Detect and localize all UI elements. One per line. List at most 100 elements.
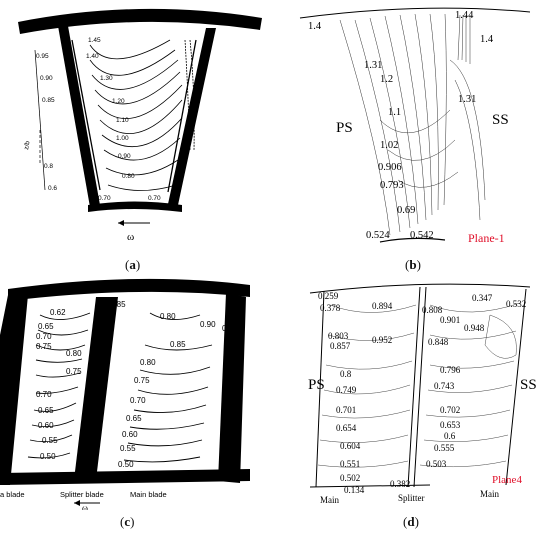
panel-b-figure: 1.4 1.44 1.4 1.31 1.2 1.31 1.1 1.02 0.90… <box>299 7 531 245</box>
contour-label: 1.10 <box>116 117 129 124</box>
hub-band <box>88 201 182 212</box>
left-value: 0.701 <box>336 405 356 415</box>
splitter-blade-label: Splitter blade <box>60 490 104 499</box>
value-label: 0.542 <box>410 230 434 241</box>
ps-label: PS <box>308 377 325 393</box>
plane-label: Plane4 <box>492 474 522 486</box>
right-value: 0.347 <box>472 293 493 303</box>
panel-d: 0.259 0.378 0.894 0.803 0.857 0.952 0.8 … <box>280 275 550 510</box>
right-value: 0.948 <box>464 323 485 333</box>
right-value: 0.80 <box>140 358 156 367</box>
right-value: 0.55 <box>120 444 136 453</box>
contour-label: 1.40 <box>86 53 99 60</box>
left-value: 0.8 <box>340 369 352 379</box>
panel-b: 1.4 1.44 1.4 1.31 1.2 1.31 1.1 1.02 0.90… <box>280 0 550 255</box>
main-right-label: Main <box>480 489 499 499</box>
right-value: 0.555 <box>434 443 455 453</box>
contour-label: 0.90 <box>118 153 131 160</box>
side-label: 0.6 <box>48 185 57 192</box>
side-label: 0.8 <box>44 163 53 170</box>
left-value: 0.62 <box>50 308 66 317</box>
rotation-symbol: ω <box>127 231 134 243</box>
top-value: 0.85 <box>110 300 126 309</box>
side-label: 0.85 <box>42 97 55 104</box>
left-value: 0.60 <box>38 421 54 430</box>
value-label: 0.69 <box>397 205 415 216</box>
left-value: 0.50 <box>40 452 56 461</box>
value-label: 1.2 <box>380 74 393 85</box>
left-value: 0.749 <box>336 385 357 395</box>
right-value: 0.80 <box>160 312 176 321</box>
right-value: 0.50 <box>118 460 134 469</box>
contour-label: 0.70 <box>98 195 111 202</box>
value-label: 1.02 <box>380 140 398 151</box>
left-value: 0.894 <box>372 301 393 311</box>
left-value: 0.551 <box>340 459 360 469</box>
main-blade-label: Main blade <box>130 490 167 499</box>
ps-label: PS <box>336 120 353 136</box>
plane-label: Plane-1 <box>468 231 505 245</box>
contour-lines <box>89 39 195 191</box>
shroud-band <box>18 8 262 34</box>
contour-label: 0.70 <box>148 195 161 202</box>
value-label: 1.4 <box>308 21 322 32</box>
panel-c-figure: 0.62 0.65 0.70 0.75 0.80 0.75 0.70 0.65 … <box>0 278 250 510</box>
right-value: 0.808 <box>422 305 443 315</box>
contour-lines <box>27 312 213 463</box>
left-value: 0.70 <box>36 390 52 399</box>
contour-label: 0.80 <box>122 173 135 180</box>
contour-label: 1.45 <box>88 37 101 44</box>
contour-lines <box>317 302 521 468</box>
shroud-band <box>8 278 250 301</box>
caption-d: (d) <box>403 514 419 529</box>
splitter-label: Splitter <box>398 493 425 503</box>
left-blade-label: a blade <box>0 490 25 499</box>
side-label: 0.90 <box>40 75 53 82</box>
left-value: 0.55 <box>42 436 58 445</box>
ss-label: SS <box>492 112 509 128</box>
right-blade <box>218 293 246 483</box>
left-value: 0.378 <box>320 303 341 313</box>
left-value: 0.952 <box>372 335 392 345</box>
panel-d-figure: 0.259 0.378 0.894 0.803 0.857 0.952 0.8 … <box>308 283 537 505</box>
panel-c: 0.62 0.65 0.70 0.75 0.80 0.75 0.70 0.65 … <box>0 275 275 510</box>
value-label: 1.44 <box>455 10 474 21</box>
value-label: 1.31 <box>458 94 476 105</box>
right-value: 0.848 <box>428 337 449 347</box>
panel-a-figure: 1.45 1.40 1.30 1.20 1.10 1.00 0.90 0.80 … <box>18 8 262 243</box>
right-value: 0.653 <box>440 420 461 430</box>
left-value: 0.803 <box>328 331 349 341</box>
value-label: 1.31 <box>364 60 382 71</box>
value-label: 1.4 <box>480 34 494 45</box>
left-value: 0.604 <box>340 441 361 451</box>
right-value: 0.90 <box>200 320 216 329</box>
left-value: 0.80 <box>66 349 82 358</box>
left-value: 0.75 <box>36 342 52 351</box>
hub-band <box>0 469 250 485</box>
right-blade <box>168 28 216 205</box>
right-value: 0.702 <box>440 405 460 415</box>
caption-a: (a) <box>125 257 141 272</box>
left-blade <box>58 26 100 207</box>
contour-label: 1.20 <box>112 98 125 105</box>
rotation-symbol: ω <box>82 503 88 510</box>
right-value: 0.532 <box>506 299 526 309</box>
right-value: 0.382 <box>390 479 410 489</box>
value-label: 1.1 <box>388 107 401 118</box>
right-value: 0.6 <box>444 431 456 441</box>
axis-label: z/b <box>23 140 31 150</box>
right-value: 0.85 <box>170 340 186 349</box>
ss-label: SS <box>520 377 537 393</box>
main-left-label: Main <box>320 495 339 505</box>
right-value: 0.95 <box>222 324 238 333</box>
right-value: 0.901 <box>440 315 460 325</box>
value-label: 0.906 <box>378 162 402 173</box>
right-value: 0.70 <box>130 396 146 405</box>
left-value: 0.65 <box>38 406 54 415</box>
contour-label: 1.30 <box>100 75 113 82</box>
right-value: 0.743 <box>434 381 455 391</box>
right-value: 0.75 <box>134 376 150 385</box>
right-value: 0.65 <box>126 414 142 423</box>
right-value: 0.60 <box>122 430 138 439</box>
splitter-blade <box>74 297 118 480</box>
